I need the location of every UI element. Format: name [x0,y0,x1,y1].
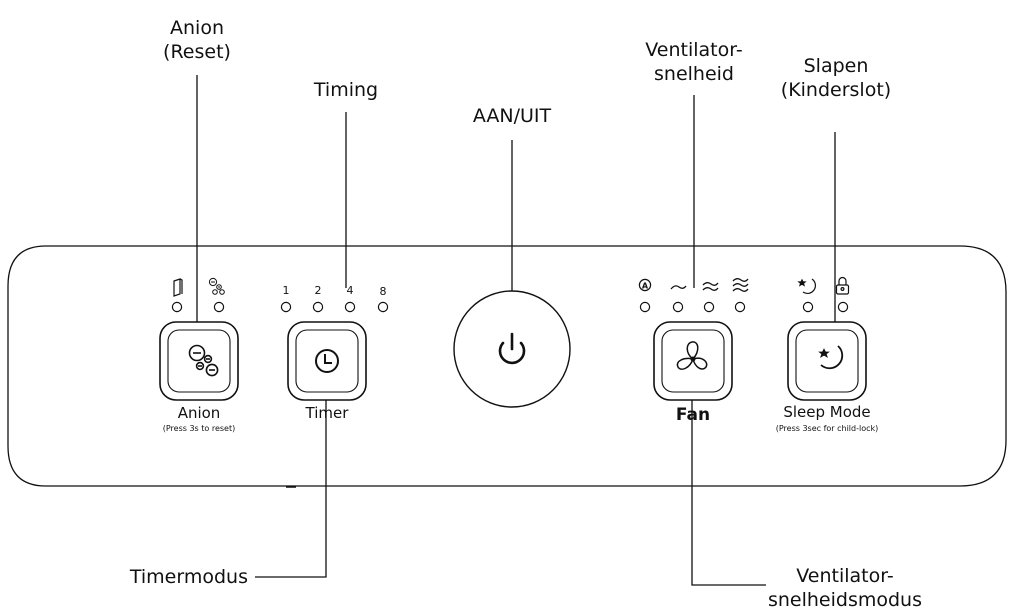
callout-anion-line1: Anion [170,17,224,39]
callout-power-line1: AAN/UIT [472,105,552,127]
power-icon [498,332,526,365]
sleep-button-sublabel: (Press 3sec for child-lock) [775,424,879,433]
fan-mode-leader-line [691,372,766,586]
callout-fan-speed-line1: Ventilator- [645,39,743,61]
callout-fan-mode-line2: snelheidsmodus [767,589,922,611]
callout-fan-mode: Ventilator- snelheidsmodus [760,564,930,612]
timer-led-1 [280,301,292,313]
timer-mode-leader-line [255,372,327,578]
fan-led-mid [703,301,715,313]
fan-button-label: Fan [675,405,711,425]
speed-high-icon [732,278,749,292]
callout-fan-speed-line2: snelheid [654,63,734,85]
callout-fan-speed: Ventilator- snelheid [624,38,764,86]
fan-led-auto [639,301,651,313]
timer-led-4 [344,301,356,313]
panel-outline [7,245,1007,487]
callout-sleep-line1: Slapen [803,55,869,77]
filter-icon [173,278,183,297]
fan-led-low [672,301,684,313]
timer-button-label: Timer [305,404,349,422]
timer-hour-2: 2 [314,284,322,297]
timer-hour-1: 1 [282,284,290,297]
lock-icon [835,276,850,295]
timer-hour-4: 4 [346,284,354,297]
fan-led-high [734,301,746,313]
timer-hour-8: 8 [379,285,387,298]
moon-star-small-icon [797,278,816,294]
callout-sleep: Slapen (Kinderslot) [770,54,902,102]
anion-small-icon [208,277,225,295]
callout-timer-mode-line1: Timermodus [129,566,248,588]
callout-timing: Timing [296,78,396,102]
sleep-led-1 [802,301,814,313]
svg-text:A: A [642,282,649,291]
timer-led-8 [377,301,389,313]
auto-icon: A [638,278,652,292]
callout-power: AAN/UIT [452,104,572,128]
moon-star-icon [818,345,844,370]
callout-fan-mode-line1: Ventilator- [796,565,894,587]
sleep-button-face [795,329,859,393]
timer-button-face [295,329,359,393]
timer-led-2 [312,301,324,313]
speed-mid-icon [702,282,719,291]
callout-timing-line1: Timing [313,79,379,101]
anion-button-sublabel: (Press 3s to reset) [162,424,236,433]
speed-low-icon [670,285,687,290]
fan-icon [676,341,708,370]
anion-button-label: Anion [177,404,221,422]
sleep-led-2 [837,301,849,313]
callout-sleep-line2: (Kinderslot) [780,79,892,101]
clock-icon [315,349,339,373]
anion-icon [188,344,219,377]
callout-anion-line2: (Reset) [163,41,231,63]
callout-timer-mode: Timermodus [98,565,248,589]
anion-led-1 [171,301,183,313]
callout-anion: Anion (Reset) [147,16,247,64]
sleep-button-label: Sleep Mode [783,403,871,421]
anion-led-2 [213,301,225,313]
